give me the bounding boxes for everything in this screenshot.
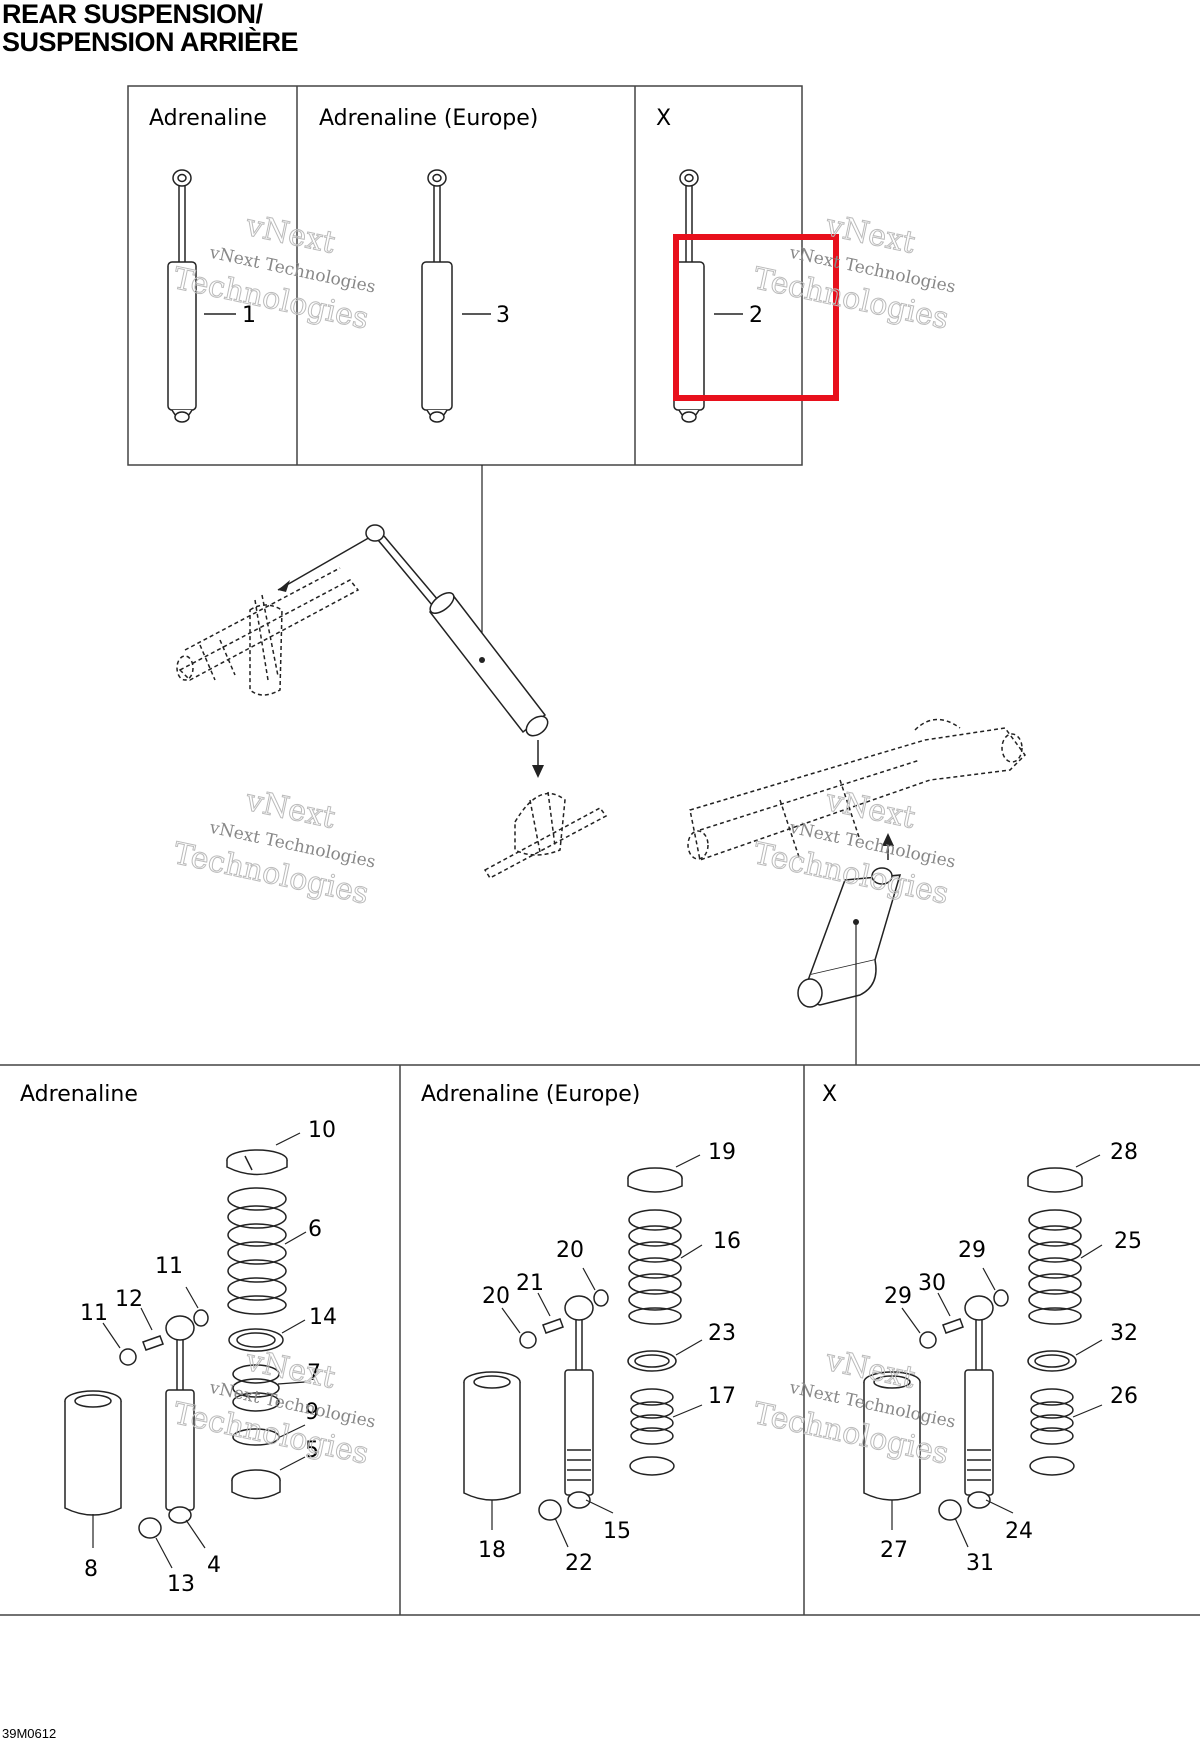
callout-30: 30 <box>918 1271 946 1296</box>
callout-12: 12 <box>115 1287 143 1312</box>
watermark-5: vNext vNext Technologies Technologies <box>170 1342 378 1472</box>
callout-24: 24 <box>1005 1519 1033 1544</box>
exploded-view-adrenaline <box>64 1149 288 1539</box>
lower-mount-bracket <box>483 791 608 879</box>
title-line-2: SUSPENSION ARRIÈRE <box>2 27 299 57</box>
callout-11-left: 11 <box>80 1301 108 1326</box>
front-arm-assembly <box>176 567 360 696</box>
callout-20-top: 20 <box>556 1238 584 1263</box>
mount-arrow-upper <box>277 535 373 591</box>
callout-20-left: 20 <box>482 1284 510 1309</box>
leader-lines-bottom-left <box>92 1132 307 1569</box>
shock-absorber-3 <box>421 169 453 423</box>
installed-shock <box>365 524 549 737</box>
watermark-2: vNext vNext Technologies Technologies <box>750 207 958 337</box>
watermark-3: vNext vNext Technologies Technologies <box>170 782 378 912</box>
callout-8: 8 <box>84 1557 98 1582</box>
page-title: REAR SUSPENSION/ SUSPENSION ARRIÈRE <box>2 0 299 57</box>
callout-1: 1 <box>242 303 256 328</box>
exploded-view-adrenaline-europe <box>463 1167 683 1521</box>
callout-27: 27 <box>880 1538 908 1563</box>
callout-2: 2 <box>749 303 763 328</box>
callout-31: 31 <box>966 1551 994 1576</box>
callout-16: 16 <box>713 1229 741 1254</box>
callout-3: 3 <box>496 303 510 328</box>
shock-absorber-2 <box>673 169 705 423</box>
callout-11-top: 11 <box>155 1254 183 1279</box>
top-panel-header-adrenaline-europe: Adrenaline (Europe) <box>319 106 538 131</box>
callout-9: 9 <box>305 1400 319 1425</box>
callout-32: 32 <box>1110 1321 1138 1346</box>
title-line-1: REAR SUSPENSION/ <box>2 0 263 29</box>
callout-26: 26 <box>1110 1384 1138 1409</box>
bottom-panel-header-adrenaline: Adrenaline <box>20 1082 138 1107</box>
callout-28: 28 <box>1110 1140 1138 1165</box>
arrow-head-upper <box>278 580 290 592</box>
callout-19: 19 <box>708 1140 736 1165</box>
callout-22: 22 <box>565 1551 593 1576</box>
callout-4: 4 <box>207 1553 221 1578</box>
callout-18: 18 <box>478 1538 506 1563</box>
callout-25: 25 <box>1114 1229 1142 1254</box>
callout-21: 21 <box>516 1271 544 1296</box>
callout-7: 7 <box>307 1361 321 1386</box>
leader-dot-shock <box>479 657 485 663</box>
watermark-4: vNext vNext Technologies Technologies <box>750 782 958 912</box>
rear-shock-installed <box>797 867 902 1008</box>
watermark-1: vNext vNext Technologies Technologies <box>170 207 378 337</box>
callout-10: 10 <box>308 1118 336 1143</box>
leader-lines-bottom-right <box>891 1154 1103 1548</box>
shock-absorber-1 <box>167 169 197 423</box>
callout-17: 17 <box>708 1384 736 1409</box>
callout-29-left: 29 <box>884 1284 912 1309</box>
callout-14: 14 <box>309 1305 337 1330</box>
top-panel-frame <box>127 85 803 466</box>
figure-code: 39M0612 <box>2 1726 57 1741</box>
highlight-box <box>673 234 839 401</box>
leader-lines-bottom-middle <box>491 1154 703 1548</box>
bottom-panel-header-adrenaline-europe: Adrenaline (Europe) <box>421 1082 640 1107</box>
bottom-panel-frame <box>0 1064 1200 1616</box>
callout-15: 15 <box>603 1519 631 1544</box>
arrow-head-rear <box>882 833 894 846</box>
arrow-head-lower <box>532 765 544 778</box>
top-panel-header-x: X <box>656 106 671 131</box>
callout-13: 13 <box>167 1572 195 1597</box>
callout-23: 23 <box>708 1321 736 1346</box>
exploded-view-x <box>863 1167 1083 1521</box>
callout-5: 5 <box>305 1438 319 1463</box>
watermark-6: vNext vNext Technologies Technologies <box>750 1342 958 1472</box>
bottom-panel-header-x: X <box>822 1082 837 1107</box>
callout-29-top: 29 <box>958 1238 986 1263</box>
rear-arm-assembly <box>687 718 1026 861</box>
top-panel-header-adrenaline: Adrenaline <box>149 106 267 131</box>
callout-6: 6 <box>308 1217 322 1242</box>
